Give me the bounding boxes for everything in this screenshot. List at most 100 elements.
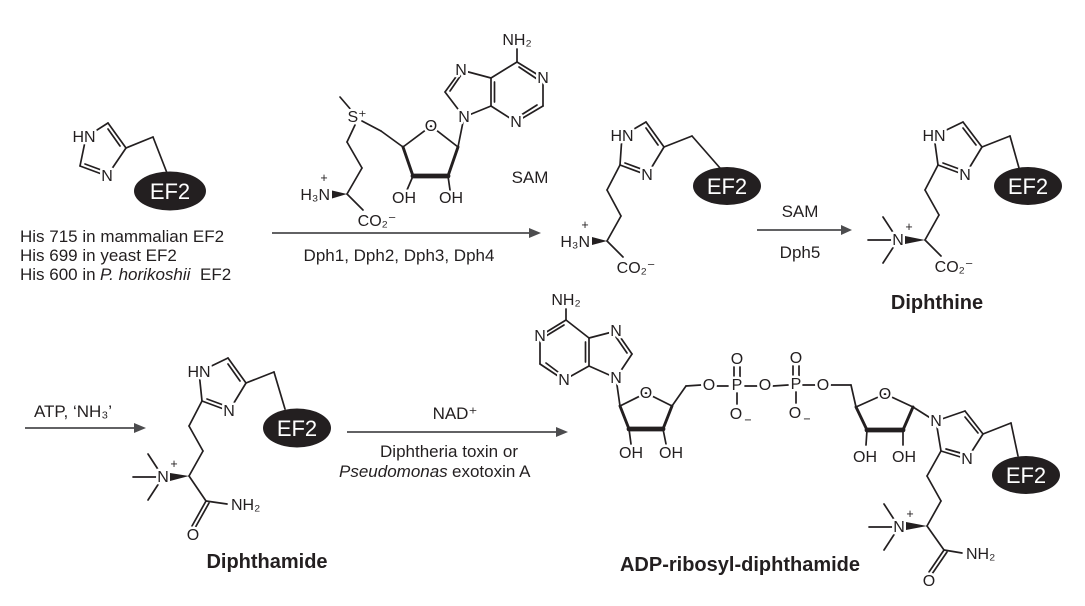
atom-label-p1: P: [732, 377, 743, 394]
atom-label-o-amide: O: [923, 573, 935, 590]
plus-charge: +: [320, 171, 327, 185]
minus-charge: −: [744, 413, 751, 427]
atom-label-n9: N: [610, 370, 622, 387]
ef2-badge: [263, 408, 331, 448]
arrow-step4-cofactor: NAD⁺: [433, 404, 478, 423]
his-line-2: His 699 in yeast EF2: [20, 246, 177, 265]
molecule-histidine-ef2: HN N EF2: [70, 122, 206, 211]
atom-label-o-anion: O: [789, 405, 801, 422]
sam-ribose-skeleton: [401, 125, 460, 191]
atom-label-n3-ring: N: [961, 451, 973, 468]
intermediate-skeleton: [592, 121, 721, 258]
arrow-step1-enzymes: Dph1, Dph2, Dph3, Dph4: [304, 246, 495, 265]
atom-label-h3n: H₃N: [560, 234, 590, 251]
atom-label-n-ring: N: [101, 168, 113, 185]
atom-label-n-ring: N: [223, 403, 235, 420]
atom-label-co2: CO₂⁻: [617, 260, 656, 277]
diphthamide-skeleton: [132, 357, 286, 529]
atom-label-n3: N: [510, 114, 522, 131]
adp-diphthamide-skeleton: [868, 410, 1019, 575]
atom-label-oh: OH: [619, 445, 643, 462]
atom-label-n-trimethyl: N: [893, 519, 905, 536]
arrow-step4: NAD⁺ Diphtheria toxin or Pseudomonas exo…: [339, 404, 568, 481]
molecule-adp-ribosyl-diphthamide: NH₂ N N N N O OH OH: [532, 290, 1060, 593]
atom-label-n3: N: [558, 372, 570, 389]
atom-label-o-double: O: [731, 351, 743, 368]
plus-charge: +: [170, 457, 177, 471]
histidine-skeleton: [79, 122, 168, 177]
arrow-step4-enzyme-line2-rest: exotoxin A: [452, 462, 531, 481]
atom-label-o-bridge: O: [759, 377, 771, 394]
adp-ribosyl-diphthamide-name-label: ADP-ribosyl-diphthamide: [620, 554, 860, 576]
atom-label-nh-ring: HN: [72, 129, 95, 146]
atom-label-oh: OH: [853, 449, 877, 466]
atom-label-n7: N: [455, 62, 467, 79]
arrow-step2-cofactor: SAM: [782, 202, 819, 221]
atom-label-s-plus: S⁺: [347, 109, 366, 126]
plus-charge: +: [906, 507, 913, 521]
ef2-badge: [134, 171, 206, 211]
ef2-badge: [693, 167, 761, 205]
atom-label-nh-ring: HN: [187, 364, 210, 381]
molecule-diphthamide: HN N N + O NH₂ EF2 Diphthamide: [132, 357, 331, 573]
arrow-step4-enzyme-line1: Diphtheria toxin or: [380, 442, 518, 461]
minus-charge: −: [803, 412, 810, 426]
plus-charge: +: [581, 218, 588, 232]
ef2-badge-label: EF2: [1006, 463, 1046, 488]
diphthine-skeleton: [867, 121, 1020, 264]
atom-label-n9: N: [458, 109, 470, 126]
ef2-badge-label: EF2: [1008, 174, 1048, 199]
plus-charge: +: [905, 220, 912, 234]
ef2-badge: [992, 456, 1060, 494]
arrow-step3: ATP, ‘NH₃’: [25, 402, 146, 433]
sam-adenine-skeleton: [444, 48, 544, 148]
atom-label-o-ribose: O: [425, 118, 437, 135]
atom-label-n1-ring: N: [930, 413, 942, 430]
arrow-step2: SAM Dph5: [757, 202, 852, 262]
adp-pyrophosphate-skeleton: [671, 365, 857, 408]
molecule-sam: NH₂ N N N N O OH OH S⁺ H₃N + CO: [298, 30, 551, 233]
arrow-step3-reagents: ATP, ‘NH₃’: [34, 402, 112, 421]
atom-label-n-ring: N: [959, 167, 971, 184]
sam-name-label: SAM: [512, 168, 549, 187]
arrow-head-icon: [134, 423, 146, 433]
atom-label-n1: N: [534, 328, 546, 345]
his-residue-annotation: His 715 in mammalian EF2 His 699 in yeas…: [20, 227, 231, 284]
atom-label-nh2-adenine: NH₂: [551, 292, 580, 309]
arrow-head-icon: [529, 228, 541, 238]
arrow-step4-enzyme-line2-species: Pseudomonas: [339, 462, 448, 481]
atom-label-o-ester: O: [817, 377, 829, 394]
atom-label-n-ring: N: [641, 167, 653, 184]
atom-label-o-ribose: O: [640, 385, 652, 402]
atom-label-oh: OH: [892, 449, 916, 466]
atom-label-co2: CO₂⁻: [935, 259, 974, 276]
ef2-badge-label: EF2: [707, 174, 747, 199]
his-line-3-suffix: EF2: [200, 265, 231, 284]
atom-label-nh2-adenine: NH₂: [502, 32, 531, 49]
diphthine-name-label: Diphthine: [891, 292, 983, 314]
atom-label-nh2-amide: NH₂: [231, 497, 260, 514]
atom-label-o-ribose: O: [879, 386, 891, 403]
atom-label-nh-ring: HN: [922, 128, 945, 145]
arrow-head-icon: [841, 225, 852, 235]
adp-ribose-a-skeleton: [618, 392, 674, 445]
atom-label-o-double: O: [790, 350, 802, 367]
atom-label-oh: OH: [439, 190, 463, 207]
adp-adenine-skeleton: [539, 308, 633, 407]
atom-label-n-trimethyl: N: [157, 469, 169, 486]
atom-label-n-trimethyl: N: [892, 232, 904, 249]
atom-label-o-amide: O: [187, 527, 199, 544]
arrow-step2-enzyme: Dph5: [780, 243, 821, 262]
atom-label-nh-ring: HN: [610, 128, 633, 145]
diphthamide-name-label: Diphthamide: [206, 551, 327, 573]
atom-label-n7: N: [610, 323, 622, 340]
arrow-step1: Dph1, Dph2, Dph3, Dph4: [272, 228, 541, 265]
molecule-intermediate: HN N H₃N + CO₂⁻ EF2: [558, 121, 761, 280]
atom-label-oh: OH: [659, 445, 683, 462]
atom-label-oh: OH: [392, 190, 416, 207]
his-line-3-prefix: His 600 in: [20, 265, 96, 284]
ef2-badge-label: EF2: [150, 179, 190, 204]
atom-label-h3n: H₃N: [300, 187, 330, 204]
